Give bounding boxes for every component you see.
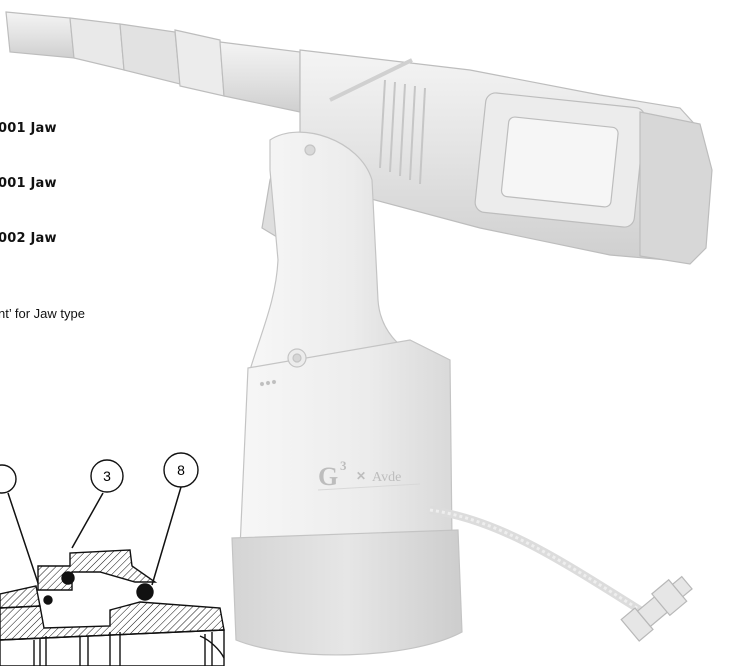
barrel: [261, 49, 713, 265]
jaw-label-3: 002 Jaw: [0, 231, 57, 246]
body: [231, 339, 463, 656]
brand-model: G: [318, 462, 338, 491]
air-hose: [429, 506, 693, 642]
brand-mark: G 3 ✕ Avde: [318, 458, 401, 491]
brand-superscript: 3: [340, 458, 347, 473]
balloon-3: 3: [90, 459, 124, 493]
svg-text:3: 3: [103, 468, 111, 484]
brand-cross-icon: ✕: [356, 469, 366, 483]
svg-text:8: 8: [177, 462, 185, 478]
jaw-label-1: 001 Jaw: [0, 121, 57, 136]
balloon-8: 8: [163, 452, 199, 488]
balloon-partial: [0, 464, 17, 494]
jaw-type-note: nt’ for Jaw type: [0, 306, 85, 321]
jaw-label-2: 001 Jaw: [0, 176, 57, 191]
brand-maker: Avde: [372, 470, 401, 485]
nose-assembly: [5, 11, 301, 113]
grip: [249, 131, 421, 371]
